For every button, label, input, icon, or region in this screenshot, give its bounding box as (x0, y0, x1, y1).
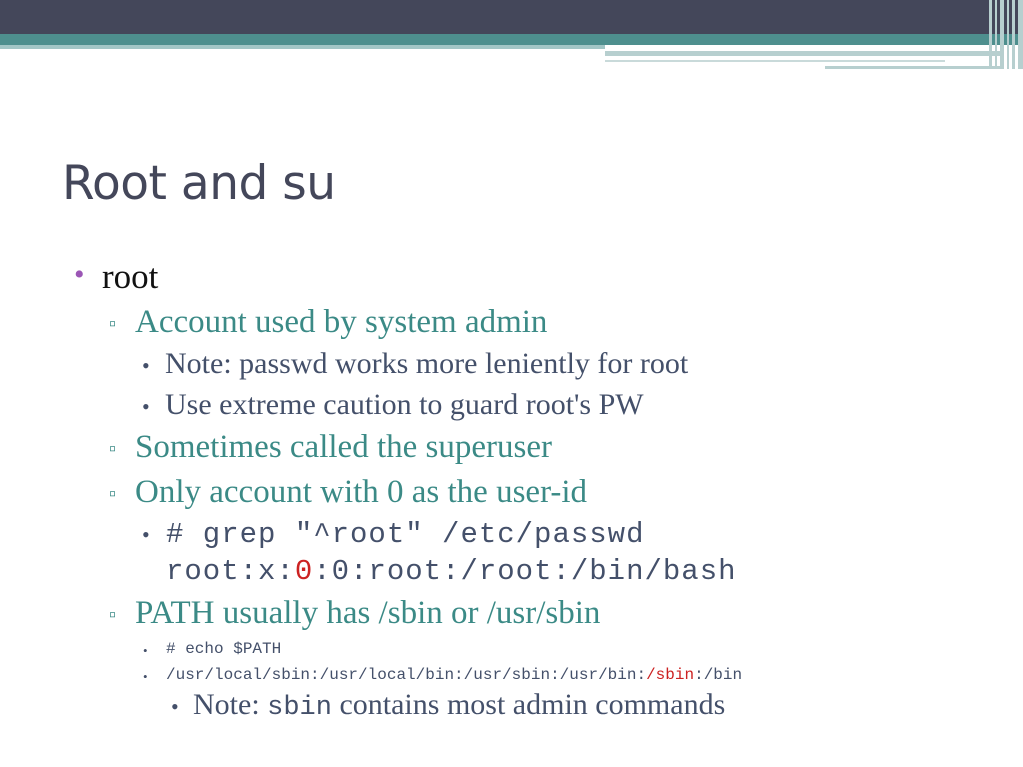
echo-command: # echo $PATH (166, 640, 282, 658)
header-accent-line (605, 60, 945, 62)
bullet-note-passwd: Note: passwd works more leniently for ro… (165, 347, 689, 380)
grep-output-suffix: :0:root:/root:/bin/bash (313, 555, 737, 588)
grep-output-prefix: root:x: (166, 555, 295, 588)
bullet-superuser: Sometimes called the superuser (135, 429, 552, 465)
bullet-only-account: Only account with 0 as the user-id (135, 474, 588, 510)
note-sbin-code: sbin (267, 693, 332, 723)
bullet-marker: ▫ (109, 438, 117, 460)
header-dark-bar (0, 0, 1023, 34)
header-accent-line (825, 66, 1000, 69)
bullet-path: PATH usually has /sbin or /usr/sbin (135, 595, 601, 631)
bullet-marker: • (142, 353, 150, 378)
bullet-marker: • (142, 522, 150, 547)
bullet-marker: • (74, 258, 85, 291)
bullet-marker: ▫ (109, 483, 117, 505)
bullet-marker: ▫ (109, 604, 117, 626)
header-light-bar (0, 45, 605, 49)
header-accent-line (605, 51, 1000, 56)
path-output: /usr/local/sbin:/usr/local/bin:/usr/sbin… (166, 666, 742, 684)
path-output-sbin: /sbin (646, 666, 695, 684)
bullet-marker: • (171, 694, 179, 719)
note-sbin-suffix: contains most admin commands (331, 688, 726, 721)
path-output-suffix: :/bin (694, 666, 743, 684)
bullet-caution: Use extreme caution to guard root's PW (165, 388, 644, 421)
bullet-marker: • (143, 669, 148, 684)
grep-command: # grep "^root" /etc/passwd (166, 518, 645, 551)
header-stripes (989, 0, 1023, 69)
bullet-account: Account used by system admin (135, 304, 548, 340)
bullet-marker: ▫ (109, 313, 117, 335)
bullet-marker: • (142, 394, 150, 419)
path-output-prefix: /usr/local/sbin:/usr/local/bin:/usr/sbin… (166, 666, 647, 684)
grep-output-uid: 0 (294, 555, 314, 588)
bullet-root: root (102, 257, 159, 296)
header-right-block (605, 45, 1023, 69)
bullet-note-sbin: Note: sbin contains most admin commands (193, 688, 725, 723)
header-teal-bar (0, 34, 1023, 45)
page-title: Root and su (62, 156, 336, 211)
grep-output: root:x:0:0:root:/root:/bin/bash (166, 555, 737, 588)
note-sbin-prefix: Note: (193, 688, 268, 721)
bullet-marker: • (143, 643, 148, 658)
